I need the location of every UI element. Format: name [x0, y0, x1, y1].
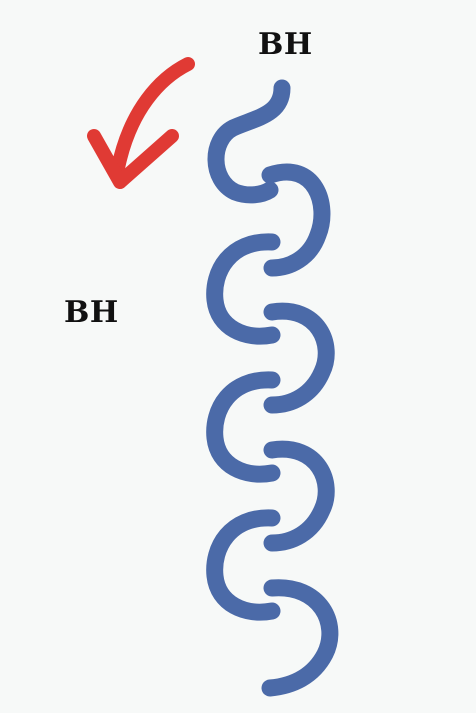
helix-turn-right [270, 172, 322, 268]
helix-turn-right [272, 311, 326, 405]
bh-label-left: BH [64, 298, 119, 328]
arrow-head [94, 136, 172, 182]
coiled-chain [215, 88, 330, 688]
helix-turn-left [215, 380, 272, 474]
helix-turn-left [215, 518, 272, 612]
curved-arrow [94, 64, 188, 182]
bh-label-top: BH [258, 30, 313, 60]
helix-tail-bottom [270, 588, 330, 688]
helix-turn-left [215, 242, 272, 336]
helix-turn-right [272, 449, 326, 543]
